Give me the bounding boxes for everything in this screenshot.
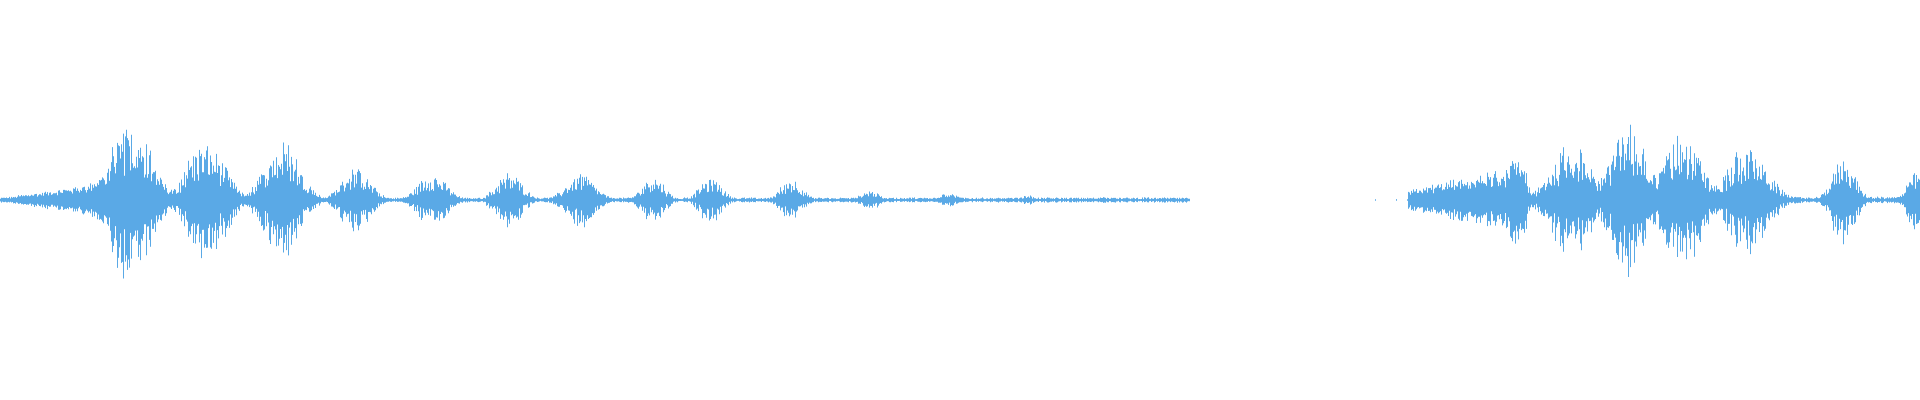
waveform-samples xyxy=(0,124,1920,279)
